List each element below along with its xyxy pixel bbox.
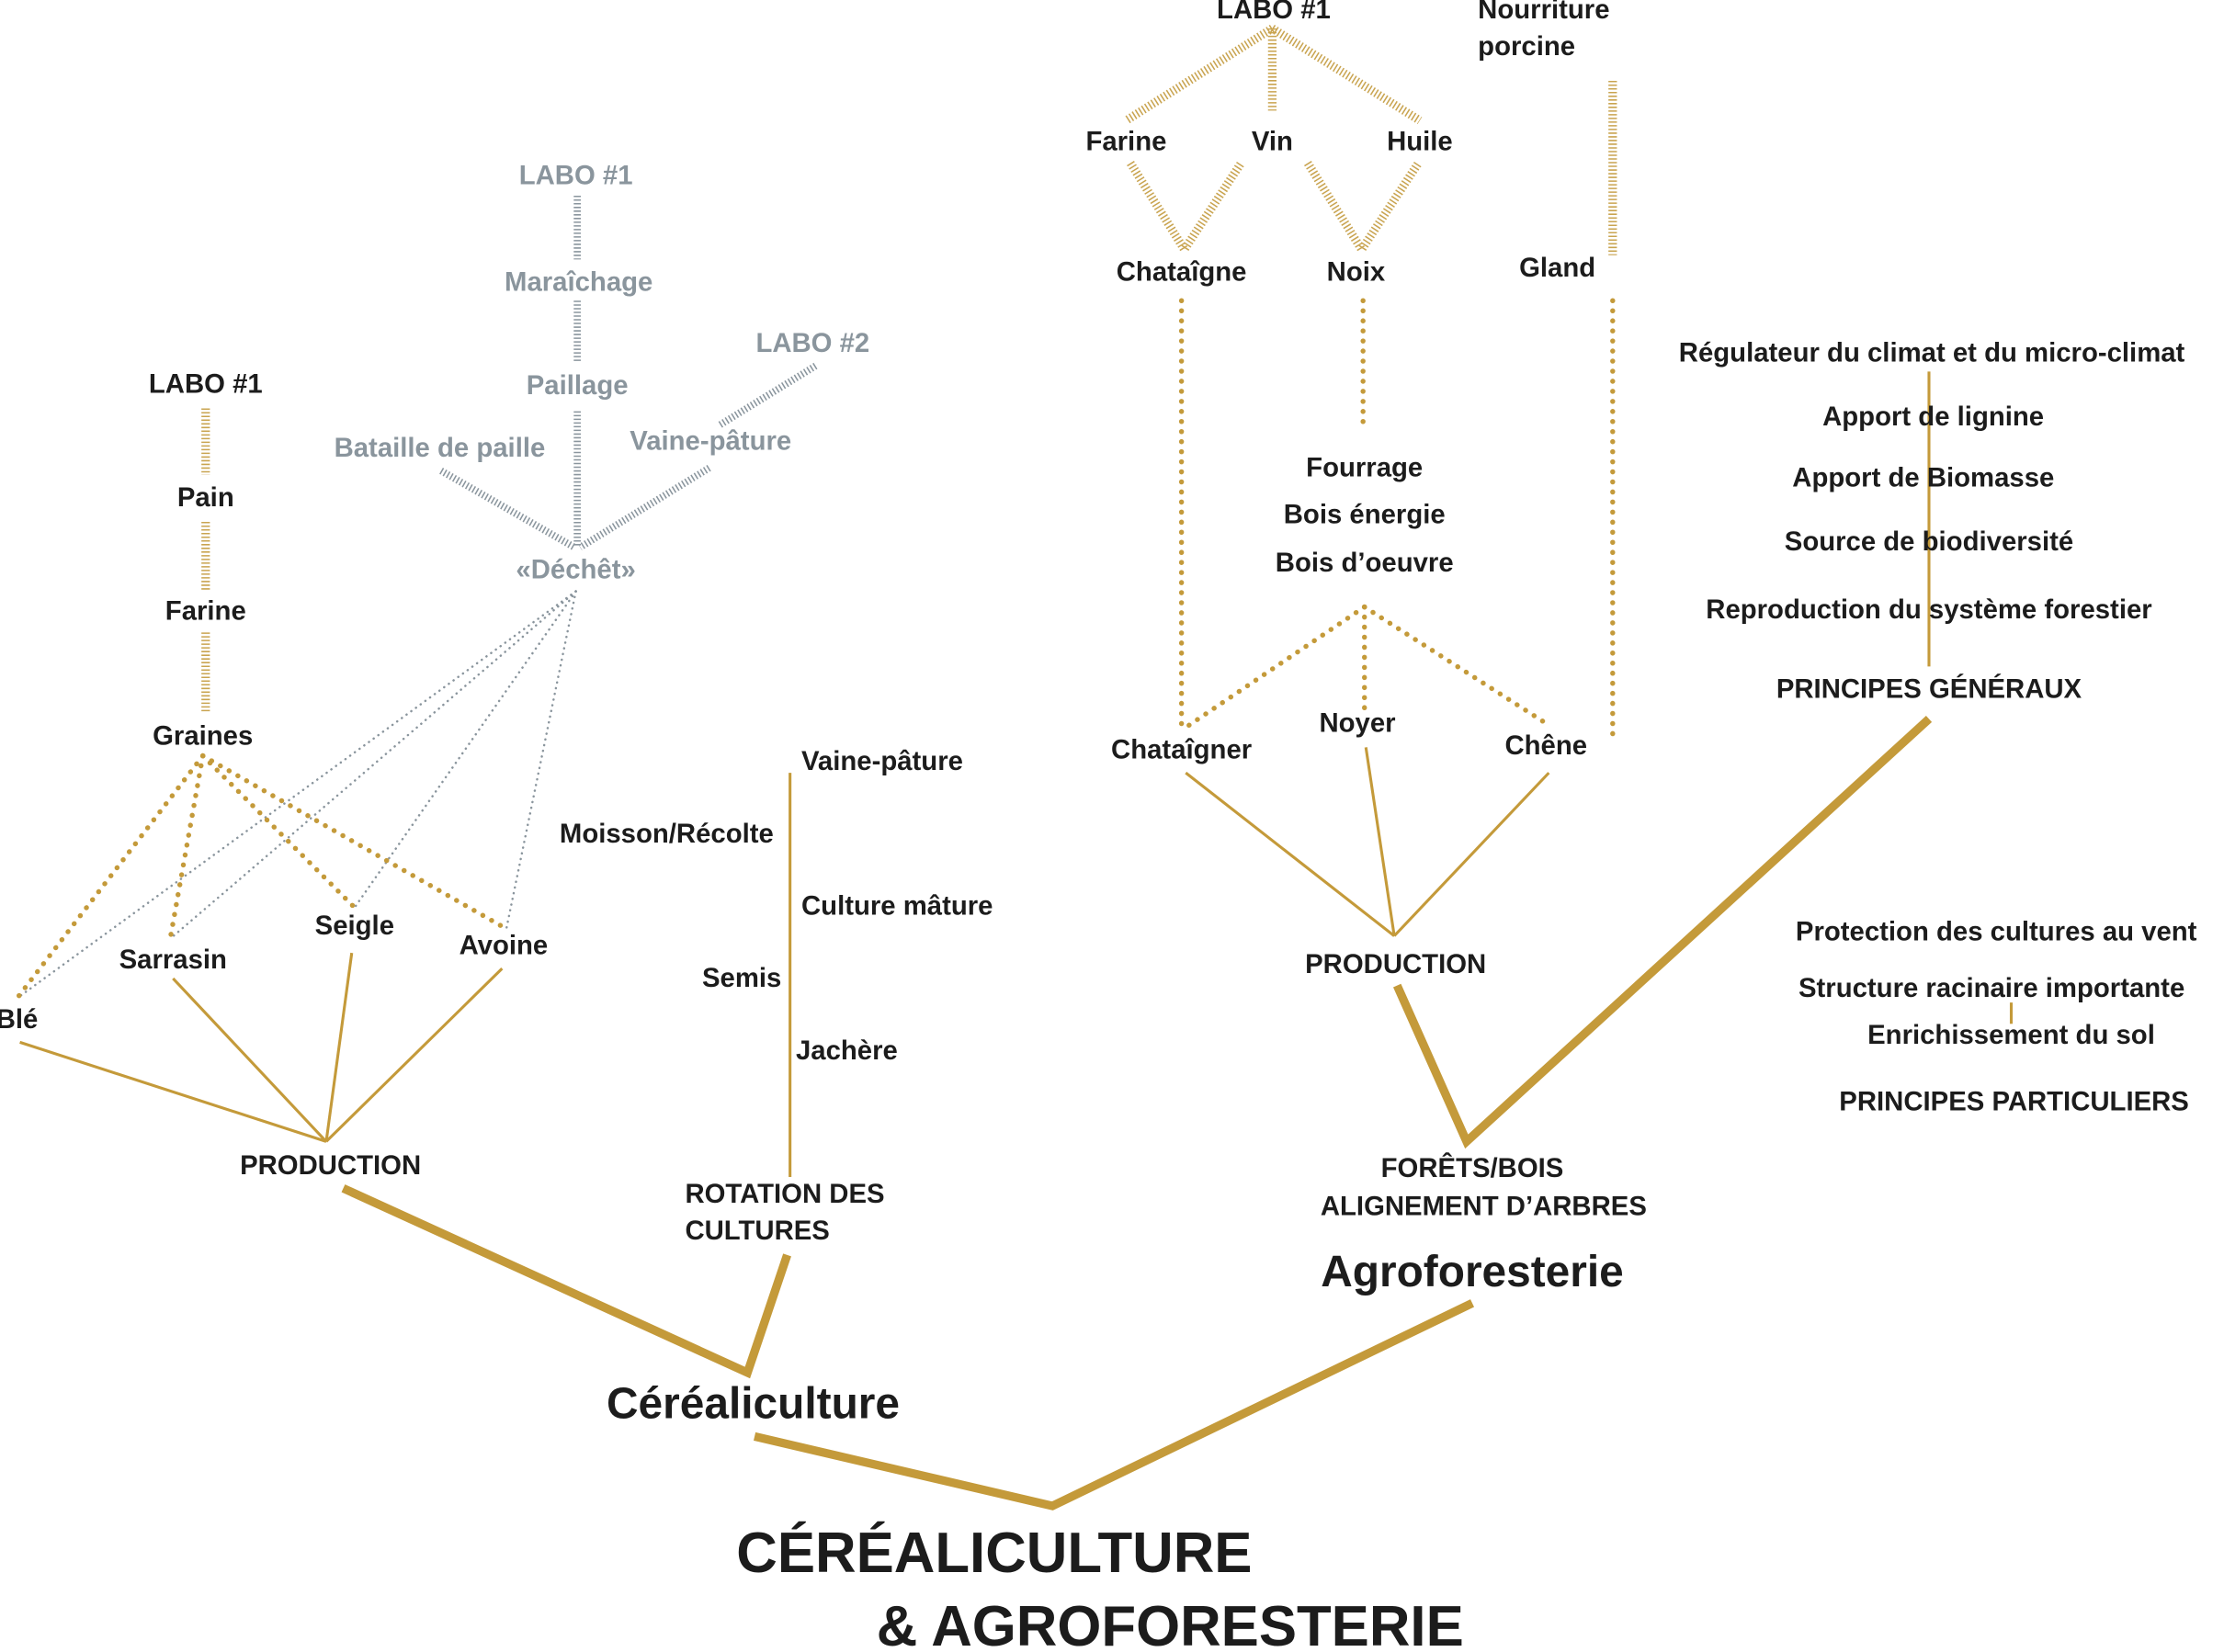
use-bois-oeuvre: Bois d’oeuvre [1276, 548, 1454, 578]
cerealiculture-heading: Céréaliculture [607, 1380, 900, 1429]
product-huile: Huile [1387, 127, 1453, 157]
fruit-chataigne: Chataîgne [1117, 257, 1247, 288]
rotation-semis: Semis [702, 963, 781, 993]
forest-label-2: ALIGNEMENT D’ARBRES [1321, 1192, 1647, 1222]
crop-sarrasin: Sarrasin [119, 945, 227, 975]
chain-graines: Graines [153, 720, 253, 751]
connectors [14, 24, 2014, 1511]
chain-pain: Pain [177, 482, 234, 513]
crop-avoine: Avoine [460, 931, 549, 961]
rotation-vaine-pature: Vaine-pâture [801, 746, 963, 776]
chain-farine: Farine [165, 595, 246, 626]
crop-seigle: Seigle [315, 911, 394, 941]
crop-ble: Blé [0, 1004, 38, 1035]
cereal-production: PRODUCTION [240, 1150, 421, 1181]
agro-labo1: LABO #1 [1217, 0, 1331, 25]
forest-label-1: FORÊTS/BOIS [1381, 1152, 1564, 1183]
main-title-line2: & AGROFORESTERIE [877, 1595, 1464, 1652]
waste-paillage: Paillage [527, 370, 629, 401]
particular-principles-title: PRINCIPES PARTICULIERS [1839, 1086, 2189, 1116]
fruit-gland: Gland [1519, 253, 1595, 283]
pig-food-2: porcine [1478, 31, 1575, 62]
particular-principle: Protection des cultures au vent [1796, 916, 2197, 946]
general-principle: Source de biodiversité [1785, 526, 2073, 557]
chain-labo1: LABO #1 [149, 369, 263, 400]
waste-bataille: Bataille de paille [335, 433, 546, 463]
general-principles-title: PRINCIPES GÉNÉRAUX [1776, 673, 2082, 704]
main-title-line1: CÉRÉALICULTURE [736, 1522, 1252, 1585]
rotation-jachere: Jachère [796, 1035, 898, 1066]
general-principle: Apport de lignine [1822, 402, 2044, 432]
agro-production: PRODUCTION [1305, 949, 1486, 979]
particular-principle: Enrichissement du sol [1867, 1020, 2155, 1050]
rotation-moisson: Moisson/Récolte [560, 819, 774, 849]
tree-noyer: Noyer [1319, 707, 1395, 738]
rotation-title-1: ROTATION DES [685, 1179, 884, 1209]
waste-vaine-pature: Vaine-pâture [630, 425, 791, 456]
agroforesterie-heading: Agroforesterie [1321, 1248, 1624, 1296]
product-vin: Vin [1252, 127, 1293, 157]
general-principle: Régulateur du climat et du micro-climat [1679, 338, 2185, 368]
rotation-title-2: CULTURES [685, 1216, 829, 1246]
waste-node: «Déchêt» [516, 555, 635, 585]
waste-labo2: LABO #2 [755, 328, 869, 358]
product-farine: Farine [1085, 127, 1166, 157]
use-fourrage: Fourrage [1306, 453, 1423, 483]
particular-principle: Structure racinaire importante [1798, 973, 2184, 1003]
waste-maraichage: Maraîchage [505, 266, 652, 297]
rotation-culture-mature: Culture mâture [801, 890, 993, 921]
pig-food-1: Nourriture [1478, 0, 1609, 25]
use-bois-energie: Bois énergie [1284, 500, 1446, 530]
general-principle: Apport de Biomasse [1792, 462, 2054, 492]
tree-chene: Chêne [1504, 730, 1587, 761]
tree-chataigner: Chataîgner [1111, 735, 1252, 765]
waste-labo1: LABO #1 [519, 161, 633, 191]
fruit-noix: Noix [1327, 257, 1386, 288]
general-principle: Reproduction du système forestier [1706, 594, 2151, 625]
